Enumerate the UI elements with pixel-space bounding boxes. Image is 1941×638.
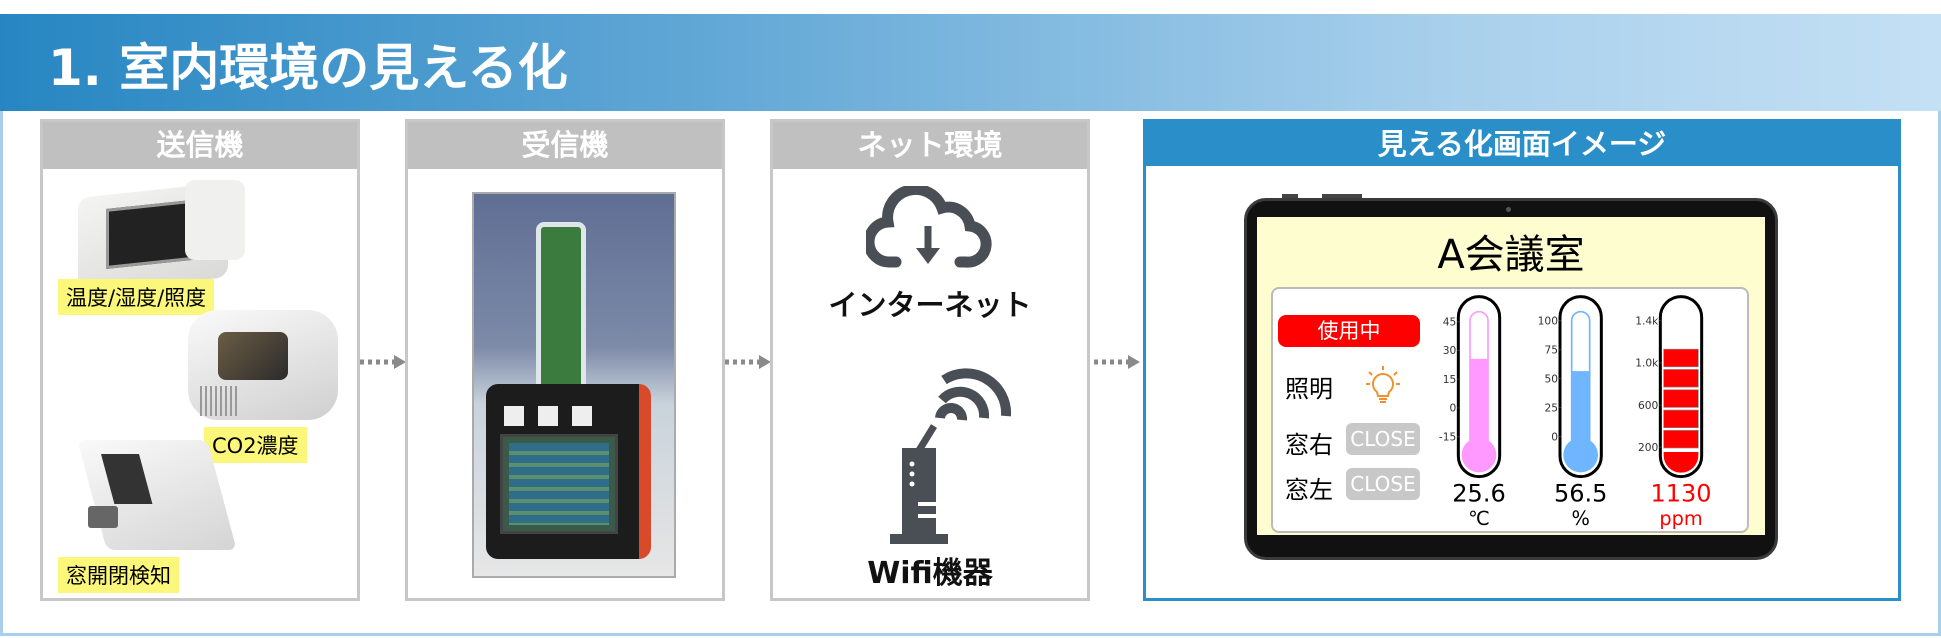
sensor-label-co2: CO2濃度 bbox=[204, 427, 307, 463]
gauges: 45 30 15 0 -15 25.6℃ 100 75 50 25 0 56.5% 1.4k 1.0k 60… bbox=[1439, 295, 1712, 530]
temperature-tick-label: 15 bbox=[1443, 373, 1457, 386]
cloud-download-icon bbox=[866, 186, 992, 268]
window-right-label: 窓右 bbox=[1285, 431, 1333, 459]
panel-header: 見える化画面イメージ bbox=[1146, 122, 1898, 166]
temperature-tick-label: 45 bbox=[1443, 315, 1457, 328]
page-title: 1. 室内環境の見える化 bbox=[48, 39, 568, 97]
humidity-value: 56.5 bbox=[1554, 480, 1607, 508]
window-left-status: CLOSE bbox=[1346, 468, 1420, 500]
co2-tick-label: 600 bbox=[1638, 399, 1659, 412]
receiver-photo bbox=[472, 192, 676, 578]
humidity-bulb bbox=[1563, 437, 1598, 473]
humidity-tick-label: 25 bbox=[1544, 401, 1558, 414]
co2-tick-label: 1.4k bbox=[1635, 314, 1659, 327]
humidity-fill bbox=[1571, 371, 1590, 454]
temperature-tick-label: 30 bbox=[1443, 344, 1457, 357]
temperature-bulb bbox=[1461, 437, 1497, 473]
co2-value: 1130 bbox=[1650, 480, 1711, 508]
panel-header: 受信機 bbox=[408, 122, 722, 169]
tablet-button bbox=[1282, 194, 1298, 198]
co2-bar-segment bbox=[1663, 409, 1699, 429]
wifi-router-icon bbox=[890, 368, 1012, 544]
co2-bar-segment bbox=[1663, 430, 1699, 449]
internet-label: インターネット bbox=[828, 288, 1032, 322]
temperature-fill bbox=[1470, 358, 1488, 454]
lightbulb-icon bbox=[1366, 366, 1400, 403]
room-title: A会議室 bbox=[1437, 232, 1585, 278]
content-frame bbox=[0, 111, 1941, 636]
panel-header: ネット環境 bbox=[773, 122, 1087, 169]
temperature-tick-label: 0 bbox=[1450, 402, 1457, 415]
camera-icon bbox=[1506, 207, 1511, 212]
panel-header: 送信機 bbox=[43, 122, 357, 169]
co2-tick-label: 1.0k bbox=[1635, 357, 1659, 370]
temperature-unit: ℃ bbox=[1468, 507, 1490, 530]
co2-bar-segment bbox=[1663, 389, 1699, 408]
magnet-image bbox=[88, 506, 118, 528]
temperature-tick-label: -15 bbox=[1439, 430, 1456, 443]
co2-tick-label: 200 bbox=[1638, 441, 1659, 454]
sensor-co2-image bbox=[188, 310, 338, 420]
tablet-button bbox=[1322, 194, 1362, 198]
title-banner: 1. 室内環境の見える化 bbox=[0, 14, 1941, 111]
humidity-tick-label: 0 bbox=[1551, 430, 1558, 443]
temperature-value: 25.6 bbox=[1452, 480, 1505, 508]
co2-bar-segment bbox=[1663, 369, 1699, 388]
humidity-tick-label: 100 bbox=[1538, 314, 1559, 327]
co2-bar-segment bbox=[1663, 348, 1699, 368]
sensor-label-window: 窓開閉検知 bbox=[58, 557, 179, 593]
sensor-temp-bracket bbox=[185, 180, 245, 260]
co2-bulb bbox=[1663, 452, 1699, 473]
arrow-right-icon bbox=[725, 355, 771, 369]
co2-unit: ppm bbox=[1659, 507, 1702, 530]
arrow-right-icon bbox=[360, 355, 406, 369]
humidity-unit: % bbox=[1571, 507, 1589, 530]
humidity-tick-label: 50 bbox=[1544, 372, 1558, 385]
window-left-label: 窓左 bbox=[1285, 476, 1333, 504]
light-label: 照明 bbox=[1285, 375, 1333, 403]
sensor-label-temp: 温度/湿度/照度 bbox=[58, 279, 215, 315]
wifi-label: Wifi機器 bbox=[867, 556, 993, 591]
status-badge: 使用中 bbox=[1278, 315, 1420, 347]
window-right-status: CLOSE bbox=[1346, 423, 1420, 455]
arrow-right-icon bbox=[1094, 355, 1140, 369]
humidity-tick-label: 75 bbox=[1544, 343, 1558, 356]
